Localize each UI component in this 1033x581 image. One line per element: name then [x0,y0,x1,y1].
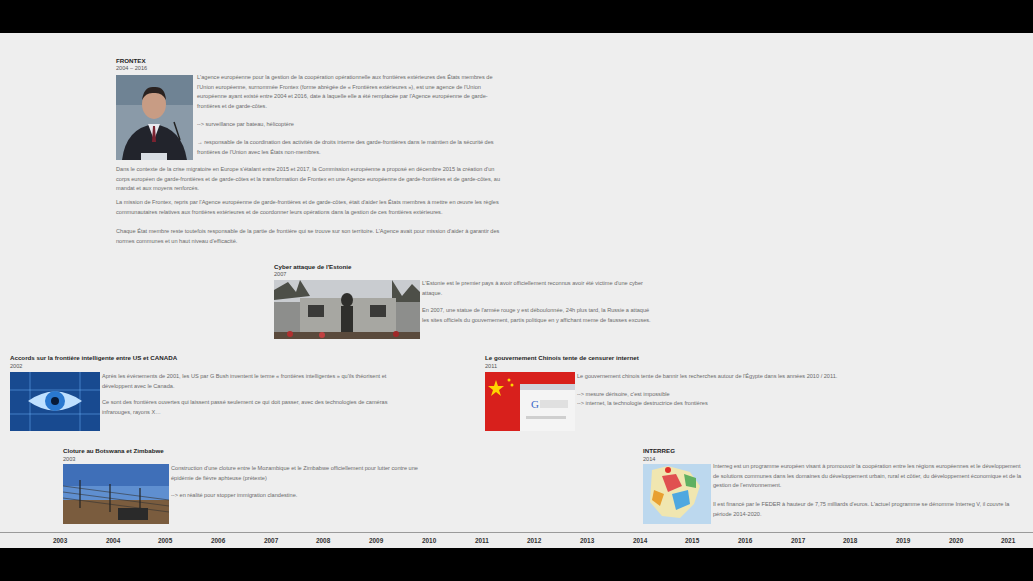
event-text: L'agence européenne pour la gestion de l… [197,73,499,111]
event-title: Accords sur la frontière intelligente en… [10,354,177,362]
event-title: Cyber attaque de l'Estonie [274,263,351,271]
event-text: Construction d'une cloture entre le Moza… [171,464,439,483]
event-text: Le gouvernement chinois tente de bannir … [577,372,852,382]
event-title: Le gouvernement Chinois tente de censure… [485,354,639,362]
event-text: Ce sont des frontières ouvertes qui lais… [102,398,392,417]
year-tick: 2014 [633,537,647,545]
timeline-event: INTERREG2014Interreg est un programme eu… [641,446,1029,522]
timeline-event: Cloture au Botswana et Zimbabwe2003Const… [61,446,441,503]
event-date: 2004 – 2016 [116,64,147,72]
timeline-event: Le gouvernement Chinois tente de censure… [483,353,854,411]
year-tick: 2013 [580,537,594,545]
year-tick: 2020 [949,537,963,545]
event-text: En 2007, une statue de l'armée rouge y e… [422,306,654,325]
year-tick: 2004 [106,537,120,545]
year-tick: 2015 [685,537,699,545]
year-tick: 2006 [211,537,225,545]
event-date: 2007 [274,270,286,278]
year-tick: 2011 [475,537,489,545]
event-text: --> en réalité pour stopper immigration … [171,491,439,501]
year-tick: 2007 [264,537,278,545]
event-date: 2011 [485,362,497,370]
year-tick: 2017 [791,537,805,545]
event-text: --> mesure dérisoire, c'est impossible [577,390,852,400]
event-date: 2014 [643,455,655,463]
event-text: Après les évènements de 2001, les US par… [102,372,392,391]
year-tick: 2009 [369,537,383,545]
year-tick: 2008 [316,537,330,545]
year-tick: 2005 [158,537,172,545]
event-date: 2002 [10,362,22,370]
year-tick: 2019 [896,537,910,545]
year-tick: 2018 [843,537,857,545]
timeline-event: Accords sur la frontière intelligente en… [8,353,394,420]
event-title: INTERREG [643,447,675,455]
event-title: Cloture au Botswana et Zimbabwe [63,447,164,455]
event-text: La mission de Frontex, repris par l'Agen… [116,198,501,217]
event-text: L'Estonie est le premier pays à avoir of… [422,279,654,298]
event-date: 2003 [63,455,75,463]
event-text: Il est financé par le FEDER à hauteur de… [713,500,1027,519]
year-tick: 2021 [1001,537,1015,545]
event-text: Chaque État membre reste toutefois respo… [116,227,501,246]
event-text: → responsable de la coordination des act… [197,138,499,157]
year-tick: 2012 [527,537,541,545]
timeline-event: FRONTEX2004 – 2016L'agence européenne po… [114,55,503,249]
event-text: --> surveillance par bateau, hélicoptère [197,120,497,130]
year-tick: 2010 [422,537,436,545]
year-tick: 2016 [738,537,752,545]
event-text: Interreg est un programme européen visan… [713,462,1027,491]
year-tick: 2003 [53,537,67,545]
timeline-event: Cyber attaque de l'Estonie2007L'Estonie … [272,261,656,328]
event-title: FRONTEX [116,57,146,65]
svg-text:G: G [531,398,539,410]
event-text: Dans le contexte de la crise migratoire … [116,165,501,194]
event-text: --> internet, la technologie destructric… [577,399,852,409]
